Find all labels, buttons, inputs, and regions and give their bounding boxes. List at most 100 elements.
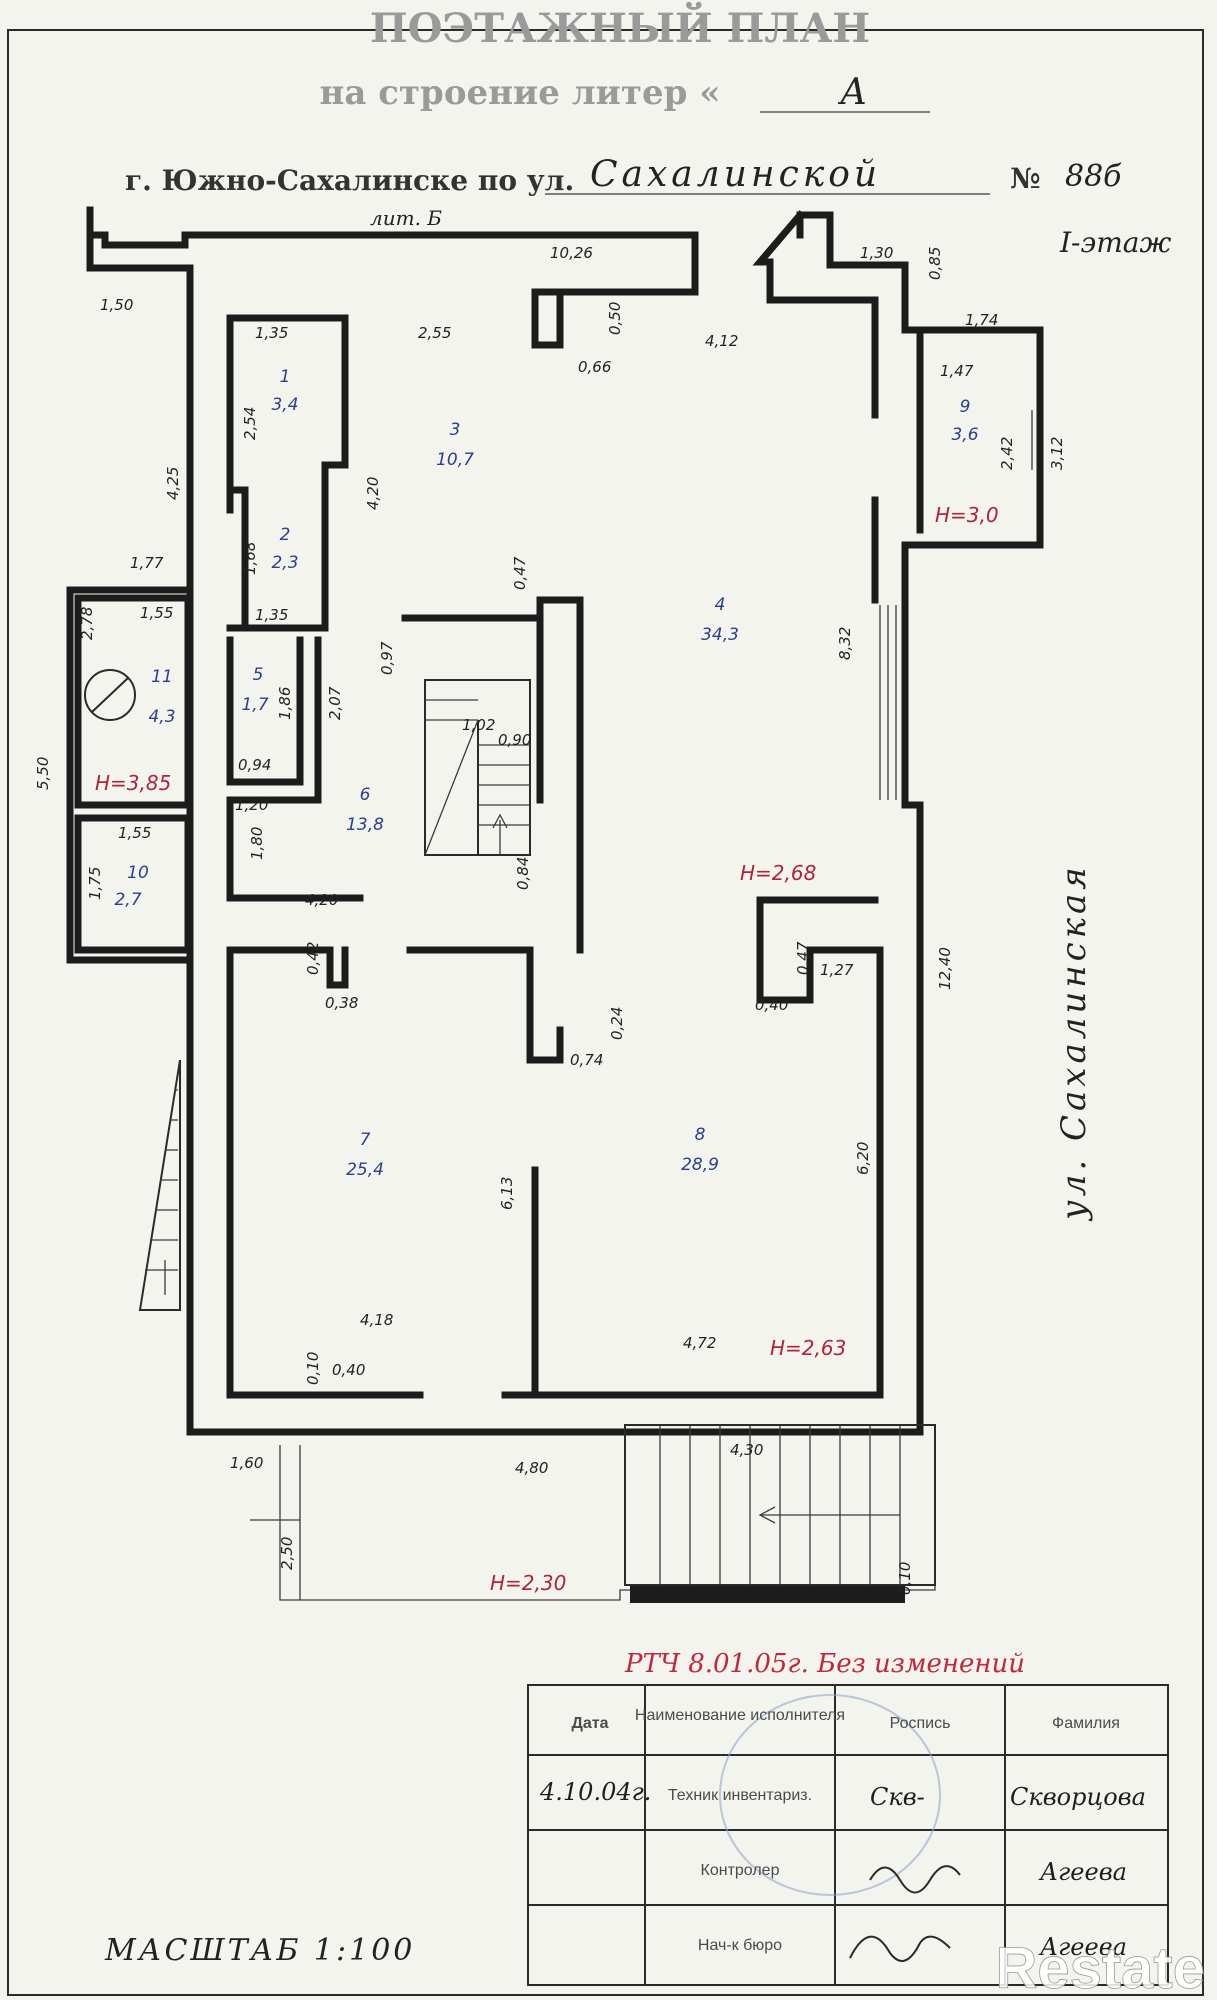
dim: 10,26 [550,244,593,262]
interior-walls [226,314,924,1399]
room-10-number: 10 [127,863,149,883]
dim: 0,90 [498,731,531,749]
stamp-row2-role: Контролер [701,1862,780,1879]
room-9-number: 9 [960,397,971,417]
dim: 1,55 [140,604,173,622]
room-5-area: 1,7 [241,695,268,715]
room-4-number: 4 [715,595,726,615]
room-2-area: 2,3 [271,553,298,573]
room-6-number: 6 [360,785,371,805]
dim: 0,85 [926,247,944,280]
plan-title: ПОЭТАЖНЫЙ ПЛАН [370,2,870,52]
stamp-header-signature: Роспись [890,1715,951,1732]
dim: 1,27 [820,961,854,979]
stamp-row3-signature-scribble [849,1935,951,1962]
dim: 12,40 [936,947,954,990]
stamp-table: РТЧ 8.01.05г. Без изменений Дата Наимено… [527,1649,1169,1986]
dim: 6,20 [854,1142,872,1175]
dim: 1,80 [248,827,266,860]
dim: 4,25 [164,467,182,500]
room-labels: 1 3,4 2 2,3 3 10,7 4 34,3 5 1,7 6 13,8 7… [114,367,978,1180]
stamp-row2-surname: Агеева [1038,1858,1127,1886]
dim: 0,47 [511,556,529,590]
room-4-area: 34,3 [701,625,739,645]
dim: 0,24 [608,1007,626,1040]
room-8-number: 8 [695,1125,706,1145]
room-7-number: 7 [360,1130,371,1150]
restate-watermark: Restate [995,1936,1205,2000]
dim: 1,30 [860,244,893,262]
dim: 6,13 [498,1177,516,1210]
dim: 4,72 [683,1334,716,1352]
dim: 1,60 [230,1454,263,1472]
room-11-number: 11 [151,667,173,687]
interior-stair [424,679,531,856]
height-room-9: H=3,0 [935,503,999,527]
dim: 0,38 [325,994,358,1012]
height-room-11: H=3,85 [95,771,171,795]
dim: 1,02 [462,716,495,734]
plan-subtitle: на строение литер « [320,73,721,113]
dim: 0,66 [578,358,611,376]
stamp-header-executor: Наименование исполнителя [635,1707,845,1724]
ceiling-heights: H=3,0 H=3,85 H=2,68 H=2,63 H=2,30 [95,503,999,1595]
dim: 0,42 [304,942,322,975]
liter-value: А [837,72,867,113]
annex-label: лит. Б [370,206,442,230]
dim: 1,50 [100,296,133,314]
dim: 0,74 [570,1051,603,1069]
dim: 4,18 [360,1311,393,1329]
room-2-number: 2 [280,525,291,545]
street-side-label: ул. Сахалинская [1054,863,1094,1222]
dim: 2,42 [998,437,1016,470]
height-room-8: H=2,63 [770,1336,846,1360]
sheet-border [7,29,1204,1996]
dim: 1,20 [235,796,268,814]
stamp-row3-role: Нач-к бюро [698,1937,782,1954]
room-3-number: 3 [450,420,461,440]
dim: 0,50 [606,302,624,335]
stamp-note: РТЧ 8.01.05г. Без изменений [624,1649,1025,1679]
room-3-area: 10,7 [436,450,474,470]
scale-label: МАСШТАБ 1:100 [104,1933,415,1968]
dimensions: 10,26 1,50 1,30 0,85 1,7 4 1,35 2,55 0,50… [34,244,1066,1595]
dim: 5,50 [34,757,52,790]
dim: 1,75 [86,867,104,900]
dim: 2,55 [418,324,451,342]
dim: 1,55 [118,824,151,842]
street-value: Сахалинской [590,154,881,195]
dim: 0,97 [378,641,396,675]
stamp-row1-role: Техник инвентариз. [668,1787,812,1804]
stamp-header-date: Дата [571,1715,608,1732]
stamp-row1-date: 4.10.04г. [539,1778,651,1806]
floor-label: I-этаж [1059,226,1171,259]
dim: 4,20 [305,891,338,909]
room-11-area: 4,3 [148,707,175,727]
dim: 0,84 [514,857,532,890]
dim: 1,68 [241,542,259,575]
number-value: 88б [1065,159,1122,194]
height-terrace: H=2,30 [490,1571,566,1595]
stamp-header-surname: Фамилия [1052,1715,1120,1732]
dim: 4,80 [515,1459,548,1477]
room-5-number: 5 [253,665,264,685]
room-6-area: 13,8 [346,815,384,835]
stamp-row2-signature-scribble [869,1865,961,1894]
dim: 2,07 [326,686,344,720]
dim: 2,54 [241,407,259,440]
dim: 0,47 [794,941,812,975]
room-1-area: 3,4 [271,395,298,415]
stove-symbol [84,669,136,721]
dim: 0,94 [238,756,271,774]
stamp-row3-surname: Агеева [1038,1933,1127,1961]
outer-walls [66,206,1044,1436]
dim: 0,40 [332,1361,365,1379]
city-prefix: г. Южно-Сахалинске по ул. [125,164,574,197]
room-10-area: 2,7 [114,890,141,910]
front-terrace [250,1424,936,1603]
dim: 1,35 [255,606,288,624]
dim: 2,50 [278,1537,296,1570]
dim: 4,20 [364,477,382,510]
